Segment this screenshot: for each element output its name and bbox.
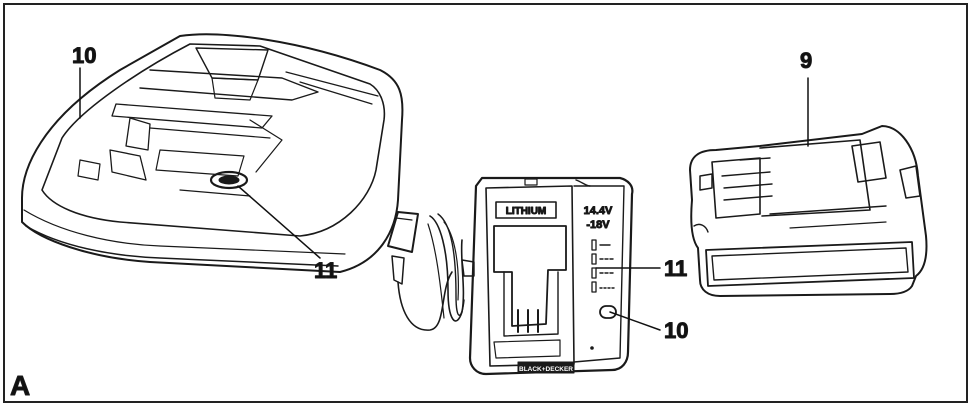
charger-front: [468, 176, 634, 376]
callout-9: 9: [800, 48, 812, 73]
callout-11-left: 11: [314, 258, 337, 283]
voltage-label-1: 14.4V: [584, 205, 613, 217]
leader-line: [609, 311, 661, 331]
power-adapter: [387, 211, 475, 331]
charger-perspective: [21, 33, 404, 273]
battery-pack: [689, 125, 928, 297]
brand-label: BLACK+DECKER: [519, 366, 573, 373]
voltage-label-2: -18V: [586, 219, 610, 231]
callout-10-top: 10: [72, 43, 96, 68]
leader-line: [237, 185, 321, 259]
figure-frame: [3, 3, 968, 403]
lithium-label: LITHIUM: [506, 206, 547, 217]
callout-10-center: 10: [664, 318, 688, 343]
callout-11-center: 11: [664, 256, 687, 281]
figure-letter: A: [10, 370, 30, 401]
